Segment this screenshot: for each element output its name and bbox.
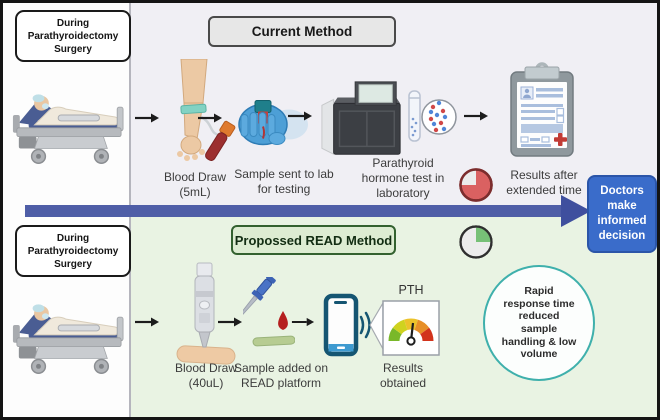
lancet-finger-icon	[171, 261, 237, 365]
flow-arrow-icon	[25, 205, 563, 217]
sample-added-label: Sample added on READ platform	[233, 361, 329, 390]
step-arrow-icon	[217, 315, 243, 333]
test-tube-magnifier-icon	[401, 89, 459, 147]
lab-analyzer-icon	[318, 79, 406, 159]
long-wait-timer-icon	[458, 167, 494, 203]
gloved-hand-sample-icon	[225, 83, 310, 158]
step-arrow-icon	[463, 109, 489, 127]
step-arrow-icon	[291, 315, 315, 333]
stage-label-top: During Parathyroidectomy Surgery	[15, 10, 131, 62]
sample-sent-label: Sample sent to lab for testing	[234, 167, 334, 196]
step-arrow-icon	[197, 111, 223, 129]
pipette-drop-strip-icon	[237, 274, 296, 353]
stage-label-bottom: During Parathyroidectomy Surgery	[15, 225, 131, 277]
clipboard-results-icon	[503, 59, 581, 161]
current-method-header: Current Method	[208, 16, 396, 47]
callout-wedge	[369, 300, 384, 350]
smartphone-signal-icon	[321, 279, 446, 359]
patient-bed-icon	[9, 273, 127, 381]
pth-gauge-icon	[382, 300, 440, 356]
proposed-method-header: Propossed READ Method	[231, 225, 396, 255]
patient-bed-icon	[9, 63, 127, 171]
pth-lab-test-label: Parathyroid hormone test in laboratory	[361, 156, 445, 200]
benefits-circle: Rapid response time reduced sample handl…	[483, 265, 595, 381]
step-arrow-icon	[134, 315, 160, 333]
step-arrow-icon	[287, 109, 313, 127]
decision-box: Doctors make informed decision	[587, 175, 657, 253]
step-arrow-icon	[134, 111, 160, 129]
flow-arrow-head-icon	[561, 195, 591, 227]
quick-time-timer-icon	[458, 224, 494, 260]
blood-draw-5ml-label: Blood Draw (5mL)	[163, 170, 227, 199]
results-extended-label: Results after extended time	[506, 168, 582, 197]
results-obtained-label: Results obtained	[379, 361, 427, 390]
arm-blood-draw-icon	[151, 58, 241, 171]
gauge-title: PTH	[398, 283, 424, 297]
blood-draw-40ul-label: Blood Draw (40uL)	[174, 361, 238, 390]
